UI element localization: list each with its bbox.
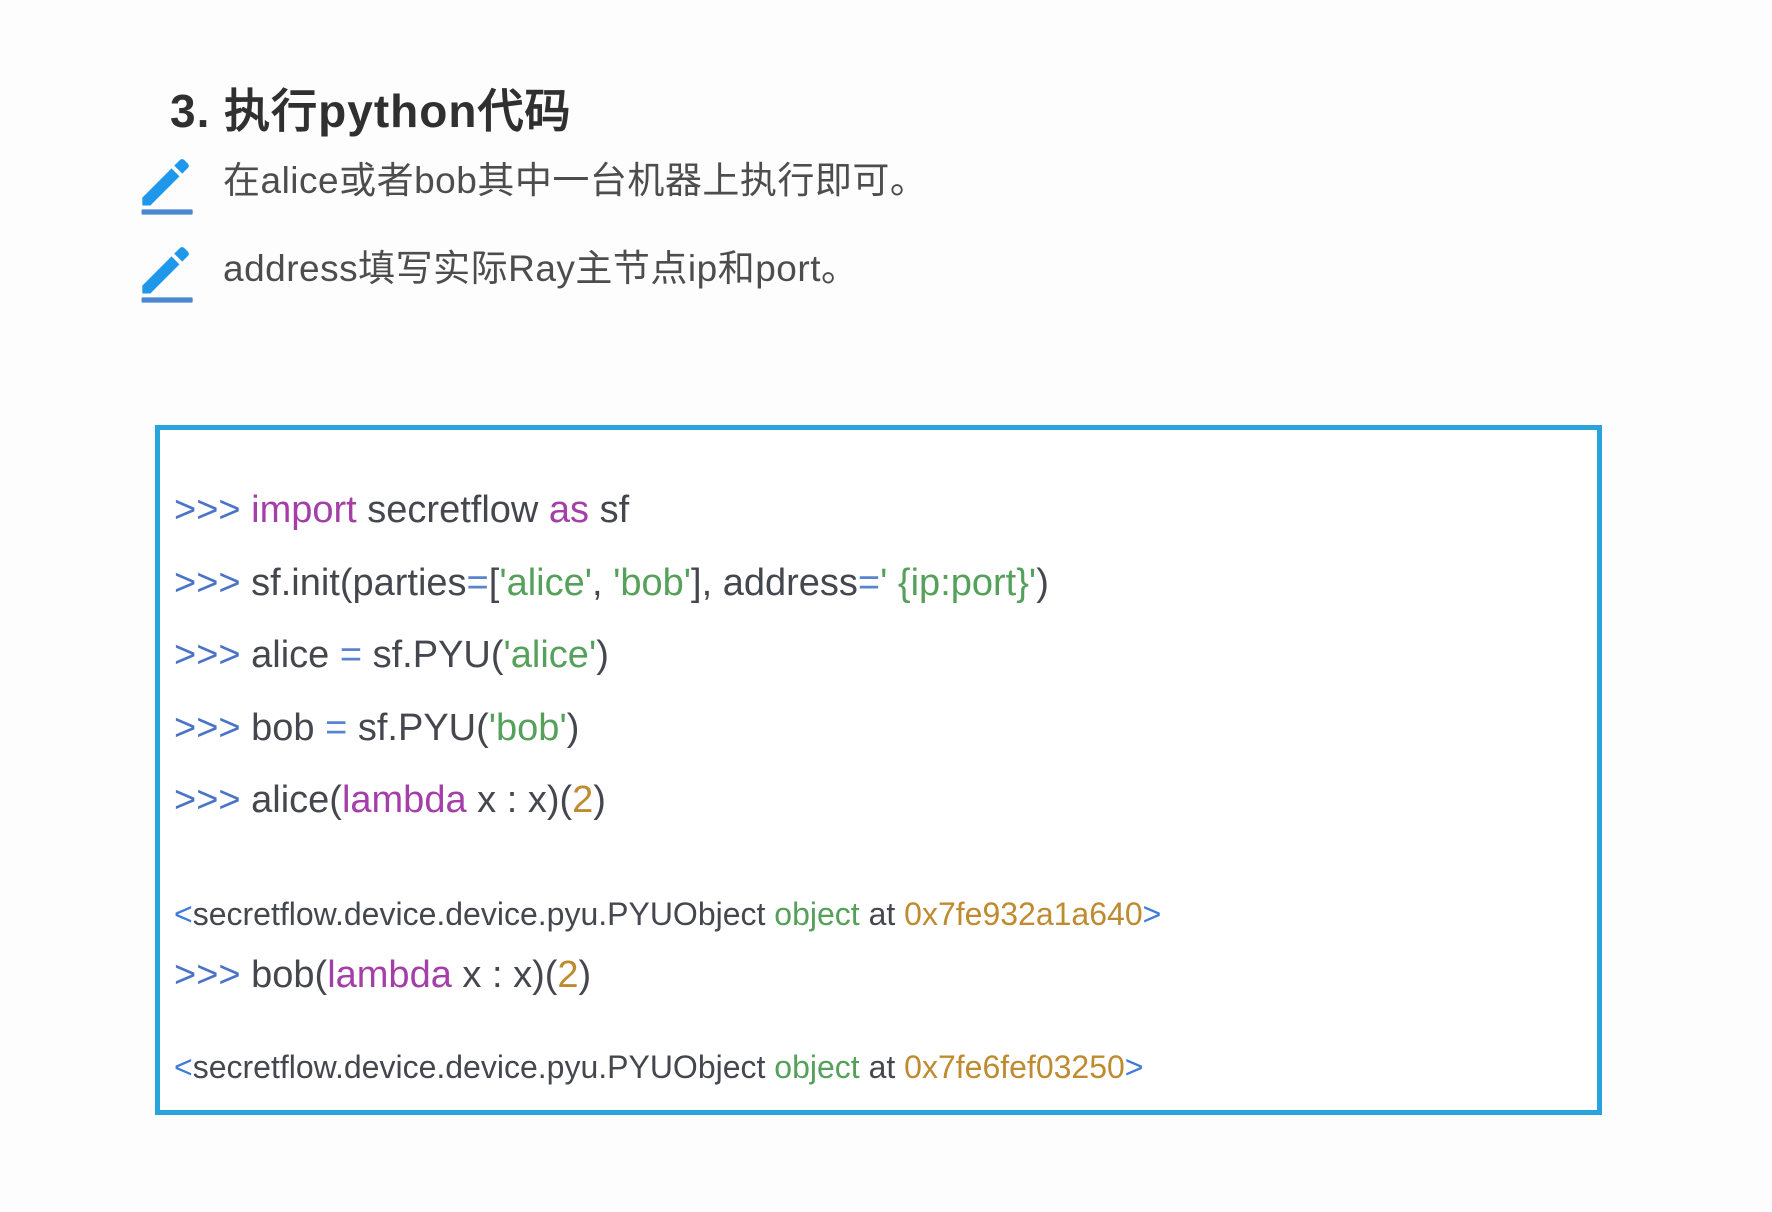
- code-token: ): [1036, 562, 1049, 604]
- code-token: secretflow.device.device.pyu.PYUObject: [192, 896, 775, 932]
- code-token: sf.PYU(: [347, 707, 489, 749]
- note-item: address填写实际Ray主节点ip和port。: [133, 236, 858, 306]
- code-token: >: [1142, 896, 1162, 932]
- code-token: ], address: [691, 562, 858, 604]
- code-token: sf.PYU(: [362, 634, 504, 676]
- note-text: address填写实际Ray主节点ip和port。: [223, 248, 859, 289]
- code-token: 0x7fe6fef03250: [904, 1049, 1125, 1085]
- code-token: <: [174, 896, 193, 932]
- code-token: 'bob': [613, 562, 692, 604]
- code-token: alice: [251, 634, 340, 676]
- code-token: bob(: [251, 954, 328, 996]
- code-token: 'alice': [499, 562, 592, 604]
- code-lines: >>> import secretflow as sf>>> sf.init(p…: [160, 430, 1597, 1110]
- code-token: at: [859, 1049, 905, 1085]
- code-token: ' {ip:port}': [880, 562, 1037, 604]
- code-token: [: [488, 562, 500, 604]
- code-token: 2: [557, 954, 579, 996]
- code-token: ): [566, 707, 580, 749]
- code-token: >>>: [174, 562, 252, 604]
- code-token: <: [174, 1049, 193, 1085]
- pencil-icon: [133, 236, 199, 306]
- code-token: 2: [572, 779, 594, 821]
- code-token: >>>: [174, 634, 252, 676]
- code-line: >>> sf.init(parties=['alice', 'bob'], ad…: [174, 558, 1589, 608]
- note-text: 在alice或者bob其中一台机器上执行即可。: [223, 160, 928, 201]
- code-token: object: [774, 896, 860, 932]
- code-token: secretflow.device.device.pyu.PYUObject: [192, 1049, 775, 1085]
- code-token: ): [578, 954, 592, 996]
- code-token: import: [251, 489, 357, 531]
- note-item: 在alice或者bob其中一台机器上执行即可。: [133, 148, 927, 218]
- code-token: x : x)(: [466, 779, 573, 821]
- code-token: >: [1124, 1049, 1144, 1085]
- code-line: >>> bob(lambda x : x)(2): [174, 950, 1589, 1000]
- code-token: lambda: [327, 954, 452, 996]
- code-token: lambda: [341, 779, 467, 821]
- code-line: <secretflow.device.device.pyu.PYUObject …: [174, 1045, 1589, 1089]
- code-token: >>>: [174, 707, 252, 749]
- code-block: >>> import secretflow as sf>>> sf.init(p…: [155, 425, 1602, 1115]
- code-token: =: [325, 707, 348, 749]
- code-token: =: [857, 562, 881, 604]
- code-token: sf.init(parties: [251, 562, 467, 604]
- code-token: alice(: [251, 779, 342, 821]
- code-token: secretflow: [356, 489, 549, 531]
- code-token: >>>: [174, 489, 252, 531]
- code-line: >>> import secretflow as sf: [174, 485, 1589, 535]
- code-line: >>> alice = sf.PYU('alice'): [174, 630, 1589, 680]
- code-line: >>> bob = sf.PYU('bob'): [174, 703, 1589, 753]
- pencil-icon: [133, 148, 199, 218]
- code-token: 'alice': [503, 634, 597, 676]
- code-line: <secretflow.device.device.pyu.PYUObject …: [174, 892, 1589, 936]
- code-token: ): [596, 634, 609, 676]
- code-token: x : x)(: [451, 954, 558, 996]
- code-token: object: [774, 1049, 860, 1085]
- code-token: =: [466, 562, 489, 604]
- code-token: sf: [589, 489, 630, 531]
- code-token: >>>: [174, 954, 252, 996]
- code-token: bob: [251, 707, 326, 749]
- code-token: 0x7fe932a1a640: [904, 896, 1143, 932]
- code-token: =: [339, 634, 363, 676]
- code-token: >>>: [174, 779, 252, 821]
- code-line: >>> alice(lambda x : x)(2): [174, 775, 1589, 825]
- section-heading: 3. 执行python代码: [170, 84, 572, 137]
- code-token: at: [859, 896, 905, 932]
- code-token: ): [593, 779, 606, 821]
- code-token: ,: [591, 562, 614, 604]
- code-token: as: [548, 489, 590, 531]
- code-token: 'bob': [488, 707, 567, 749]
